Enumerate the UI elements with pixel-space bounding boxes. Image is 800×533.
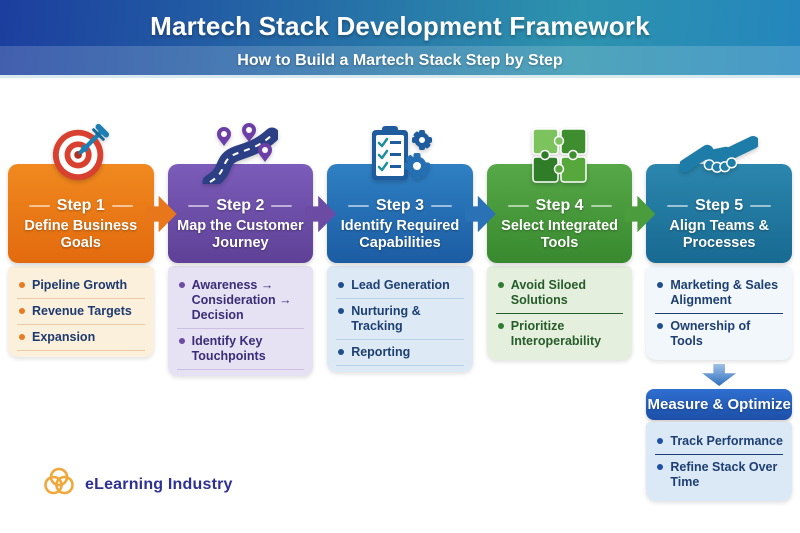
step-5-header: Step 5 Align Teams & Processes [646, 164, 792, 263]
header-banner: Martech Stack Development Framework How … [0, 0, 800, 78]
elearning-industry-logo-icon [42, 466, 76, 503]
step-1-title: Define Business Goals [24, 218, 138, 251]
list-item-text: Marketing & Sales Alignment [670, 278, 779, 307]
list-item: Lead Generation [336, 273, 464, 299]
bullet-dot [19, 334, 25, 340]
step-5-label-row: Step 5 [646, 197, 792, 215]
bullet-dot [657, 438, 664, 444]
step-2-header: Step 2 Map the Customer Journey [167, 164, 337, 263]
list-item: Refine Stack Over Time [655, 455, 783, 495]
step-4-label-row: Step 4 [487, 197, 633, 215]
bullet-dot [338, 349, 345, 355]
step-5-title: Align Teams & Processes [669, 218, 769, 251]
bullet-dot [19, 282, 25, 288]
list-item-text: Pipeline Growth [32, 278, 128, 292]
step-1-column: Step 1 Define Business Goals Pipeline Gr… [8, 118, 177, 501]
dash-decoration [667, 205, 689, 207]
bullet-dot [338, 282, 345, 288]
step-1-label-row: Step 1 [8, 197, 154, 215]
step-1-list: Pipeline Growth Revenue Targets Expansio… [8, 266, 154, 357]
step-4-column: Step 4 Select Integrated Tools Avoid Sil… [486, 118, 656, 501]
bullet-dot [338, 308, 345, 314]
list-item: Prioritize Interoperability [496, 314, 624, 354]
list-item: Ownership of Tools [655, 314, 783, 354]
page-title: Martech Stack Development Framework [150, 11, 650, 41]
step-4-header: Step 4 Select Integrated Tools [486, 164, 656, 263]
bullet-dot [657, 282, 664, 288]
step-2-title: Map the Customer Journey [177, 218, 304, 251]
list-item-text: Track Performance [670, 434, 783, 448]
dash-decoration [430, 205, 452, 207]
list-item-text: Revenue Targets [32, 304, 132, 318]
list-item-text: Reporting [351, 345, 411, 359]
brand-name: eLearning Industry [85, 475, 233, 493]
measure-optimize-list: Track Performance Refine Stack Over Time [646, 422, 792, 501]
page-subtitle: How to Build a Martech Stack Step by Ste… [237, 51, 563, 69]
dash-decoration [750, 205, 772, 207]
list-item-text: Refine Stack Over Time [670, 460, 778, 489]
list-item-text: Lead Generation [351, 278, 450, 292]
dash-decoration [271, 205, 293, 207]
list-item: Avoid Siloed Solutions [495, 273, 624, 314]
step-2-list: Awareness → Consideration → Decision Ide… [167, 266, 314, 376]
arrow-down-connector [702, 364, 737, 386]
list-item: Marketing & Sales Alignment [655, 273, 783, 314]
handshake-icon [646, 118, 792, 184]
target-dart-icon [8, 118, 154, 184]
list-item: Track Performance [655, 429, 783, 455]
list-item: Awareness → Consideration → Decision [176, 273, 305, 329]
bullet-dot [497, 323, 504, 329]
list-item-text: Ownership of Tools [670, 319, 751, 348]
step-2-column: Step 2 Map the Customer Journey Awarenes… [167, 118, 337, 501]
measure-optimize-header: Measure & Optimize [646, 389, 792, 420]
step-2-label: Step 2 [216, 197, 265, 214]
bullet-dot [497, 282, 504, 288]
step-2-label-row: Step 2 [168, 197, 314, 215]
step-5-label: Step 5 [695, 197, 744, 214]
list-item-text: Awareness → Consideration → Decision [191, 278, 292, 322]
list-item: Nurturing & Tracking [336, 299, 464, 340]
puzzle-pieces-icon [487, 118, 633, 184]
dash-decoration [507, 205, 529, 207]
list-item-text: Expansion [32, 330, 96, 344]
step-4-title: Select Integrated Tools [501, 218, 618, 251]
list-item: Pipeline Growth [17, 273, 145, 299]
list-item: Reporting [336, 340, 464, 366]
step-3-label: Step 3 [375, 197, 424, 214]
bullet-dot [178, 338, 185, 344]
step-3-title: Identify Required Capabilities [340, 218, 460, 251]
subtitle-band: How to Build a Martech Stack Step by Ste… [0, 46, 800, 75]
step-3-label-row: Step 3 [327, 197, 473, 215]
step-3-list: Lead Generation Nurturing & Tracking Rep… [327, 266, 473, 372]
step-3-column: Step 3 Identify Required Capabilities Le… [327, 118, 496, 501]
dash-decoration [590, 205, 612, 207]
step-5-column: Step 5 Align Teams & Processes Marketing… [646, 118, 792, 501]
step-4-label: Step 4 [535, 197, 584, 214]
list-item-text: Nurturing & Tracking [351, 304, 421, 333]
steps-row: Step 1 Define Business Goals Pipeline Gr… [0, 78, 800, 501]
brand-footer: eLearning Industry [42, 466, 233, 503]
bullet-dot [657, 464, 664, 470]
step-4-list: Avoid Siloed Solutions Prioritize Intero… [486, 266, 633, 360]
bullet-dot [657, 323, 664, 329]
list-item: Identify Key Touchpoints [176, 329, 305, 370]
bullet-dot [178, 282, 185, 288]
dash-decoration [28, 205, 50, 207]
step-3-header: Step 3 Identify Required Capabilities [327, 164, 496, 263]
dash-decoration [188, 205, 210, 207]
list-item-text: Identify Key Touchpoints [191, 334, 266, 363]
list-item: Revenue Targets [17, 299, 145, 325]
journey-road-pins-icon [168, 118, 314, 184]
list-item: Expansion [17, 325, 145, 351]
bullet-dot [19, 308, 25, 314]
list-item-text: Prioritize Interoperability [510, 319, 602, 348]
dash-decoration [111, 205, 133, 207]
step-5-list: Marketing & Sales Alignment Ownership of… [646, 266, 792, 360]
step-1-label: Step 1 [56, 197, 105, 214]
dash-decoration [347, 205, 369, 207]
down-arrow-wrap [646, 360, 792, 389]
checklist-gears-icon [327, 118, 473, 184]
list-item-text: Avoid Siloed Solutions [510, 278, 587, 307]
